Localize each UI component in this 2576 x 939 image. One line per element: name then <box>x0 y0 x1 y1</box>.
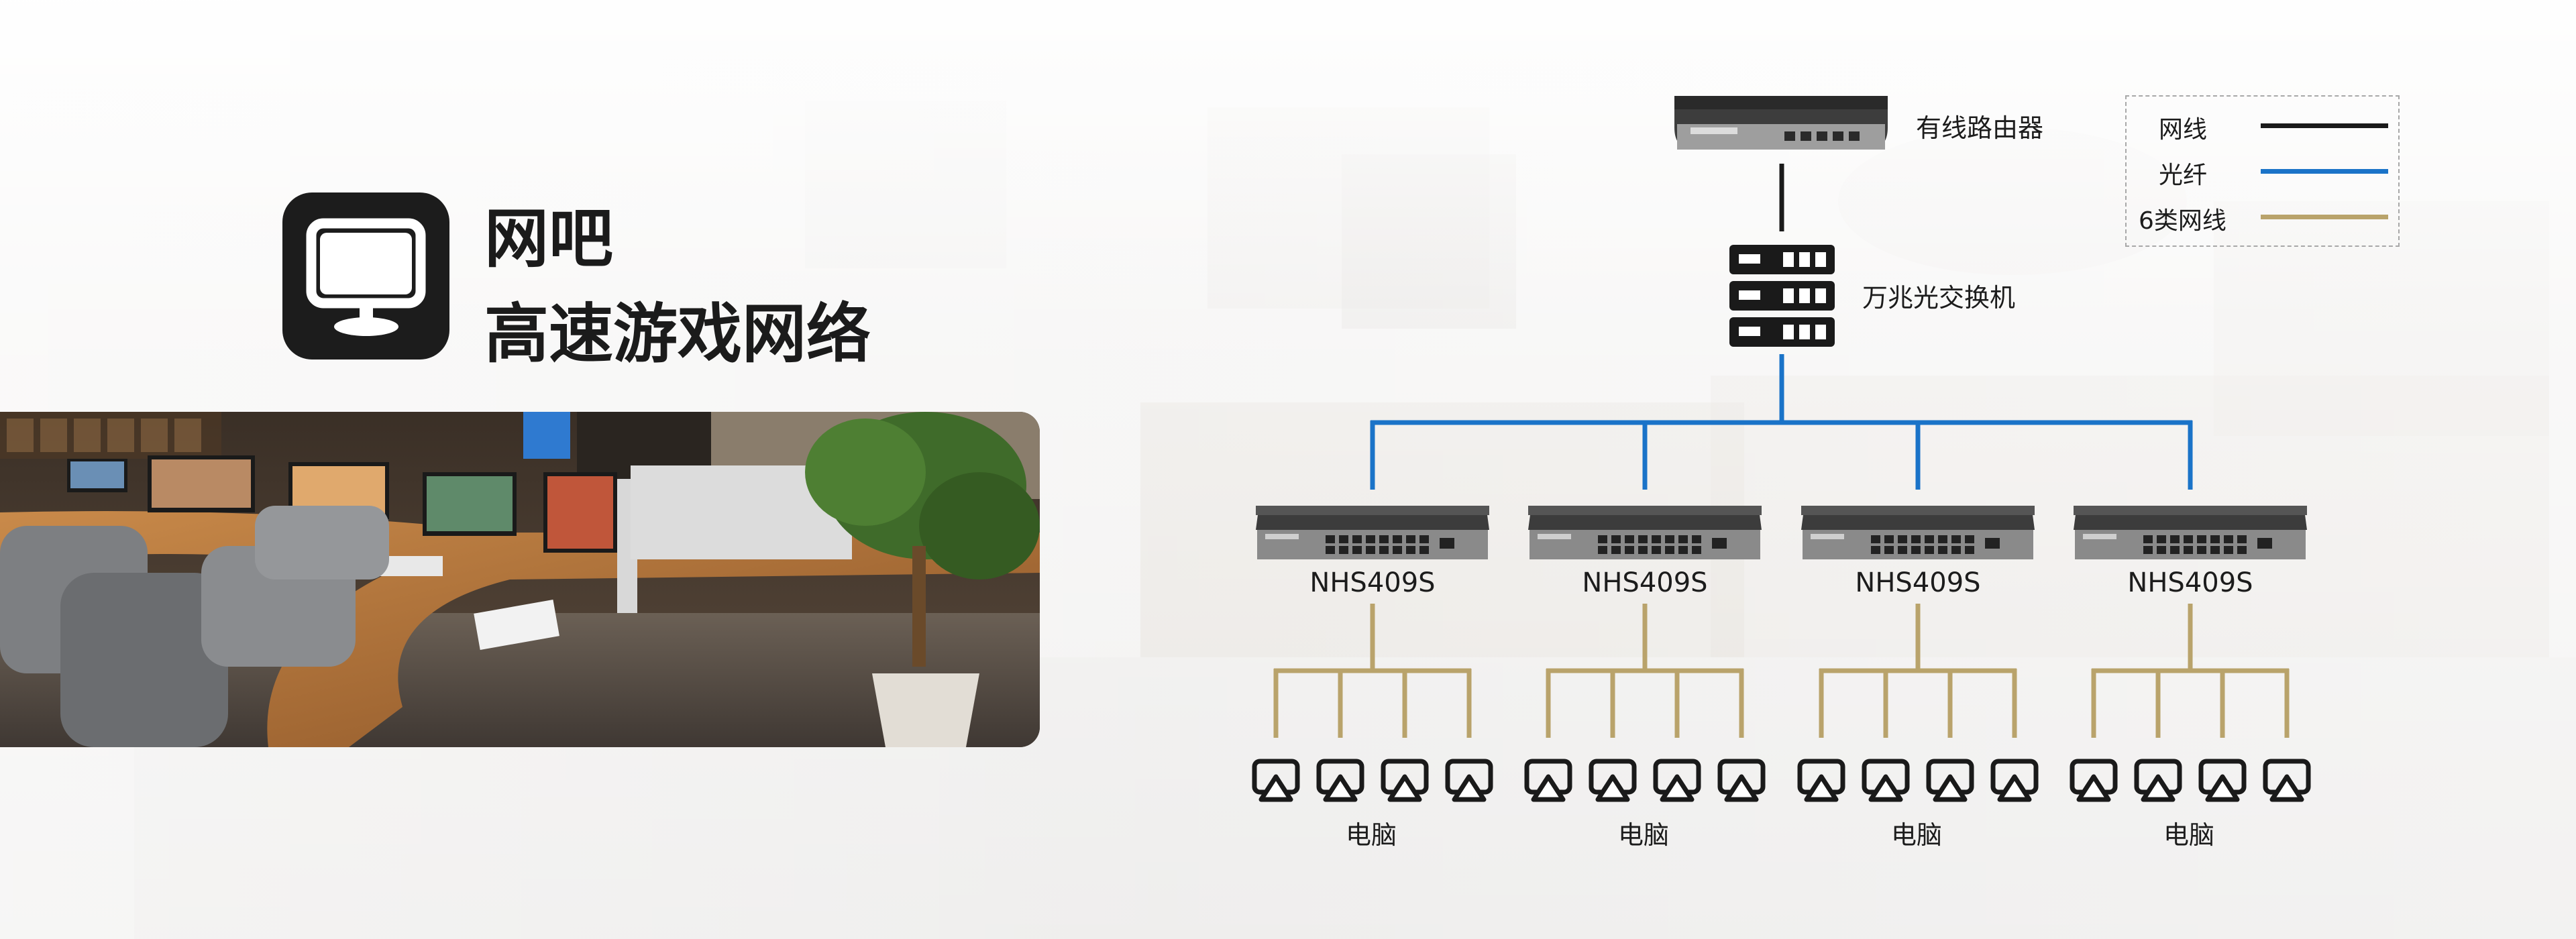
computer-icon <box>1381 759 1429 802</box>
legend-label-fiber: 光纤 <box>2159 162 2208 189</box>
pc-group-label: 电脑 <box>1345 820 1397 850</box>
computer-icon <box>2070 759 2118 802</box>
access-switch-label: NHS409S <box>1309 567 1436 598</box>
router-icon <box>1674 96 1888 150</box>
computer-icon <box>1717 759 1766 802</box>
page-subtitle: 高速游戏网络 <box>484 296 871 372</box>
page-title: 网吧 <box>484 201 613 276</box>
computer-icon <box>1926 759 1974 802</box>
computer-icon <box>1797 759 1845 802</box>
legend: 网线 光纤 6类网线 <box>2125 95 2400 247</box>
access-switch-icon <box>1528 506 1762 559</box>
pc-group-label: 电脑 <box>2163 820 2214 850</box>
monitor-icon <box>282 192 449 360</box>
access-switch-label: NHS409S <box>2127 567 2253 598</box>
internet-cafe-photo <box>0 412 1040 747</box>
computer-icon <box>1252 759 1300 802</box>
legend-label-ethernet: 网线 <box>2159 116 2208 144</box>
core-switch-label: 万兆光交换机 <box>1862 283 2016 313</box>
legend-swatch-ethernet <box>2261 123 2388 128</box>
server-rack-icon <box>1729 245 1835 347</box>
pc-group-label: 电脑 <box>1617 820 1669 850</box>
cat6-links <box>1546 604 1744 738</box>
computer-icon <box>1990 759 2039 802</box>
computer-icon <box>1524 759 1572 802</box>
cat6-links <box>1273 604 1472 738</box>
cat6-links <box>1819 604 2017 738</box>
pc-group-label: 电脑 <box>1890 820 1942 850</box>
cat6-links <box>2091 604 2290 738</box>
fiber-links <box>1370 354 2193 490</box>
computer-icon <box>2198 759 2247 802</box>
legend-label-cat6: 6类网线 <box>2139 207 2226 235</box>
computer-icon <box>1653 759 1701 802</box>
access-switch-label: NHS409S <box>1855 567 1981 598</box>
computer-icon <box>1589 759 1637 802</box>
computer-icon <box>2134 759 2182 802</box>
access-switch-icon <box>2074 506 2307 559</box>
legend-swatch-cat6 <box>2261 215 2388 219</box>
legend-swatch-fiber <box>2261 169 2388 174</box>
access-switch-icon <box>1256 506 1489 559</box>
access-switch-icon <box>1801 506 2035 559</box>
computer-icon <box>1862 759 1910 802</box>
access-switch-label: NHS409S <box>1582 567 1708 598</box>
computer-icon <box>1316 759 1364 802</box>
computer-icon <box>2263 759 2311 802</box>
router-label: 有线路由器 <box>1916 113 2044 143</box>
computer-icon <box>1445 759 1493 802</box>
